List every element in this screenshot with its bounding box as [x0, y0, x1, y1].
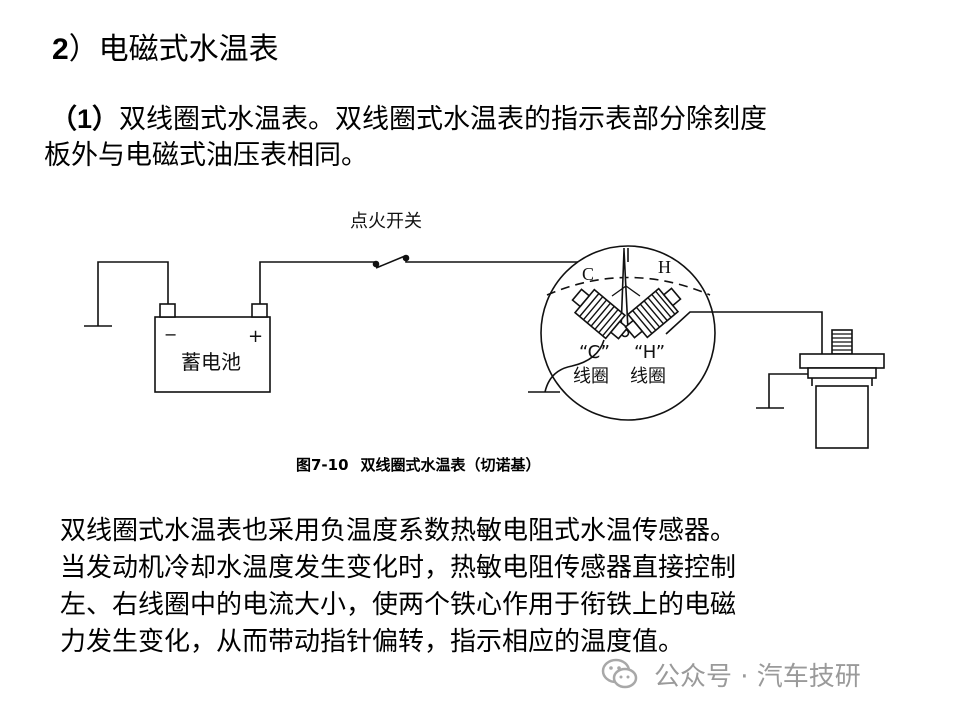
battery-ground — [84, 261, 169, 327]
sensor-wire — [665, 311, 823, 356]
section-heading: 2）电磁式水温表 — [52, 30, 279, 70]
gauge-h-mark: H — [658, 257, 671, 277]
switch-label: 点火开关 — [350, 211, 422, 232]
h-coil — [624, 287, 682, 339]
gauge-c-mark: C — [582, 264, 594, 284]
intro-line-1-text: 双线圈式水温表。双线圈式水温表的指示表部分除刻度 — [119, 104, 768, 135]
body-line-3: 左、右线圈中的电流大小，使两个铁心作用于衔铁上的电磁 — [60, 590, 737, 620]
body-line-1: 双线圈式水温表也采用负温度系数热敏电阻式水温传感器。 — [60, 516, 737, 546]
figure-title: 双线圈式水温表（切诺基） — [360, 456, 541, 474]
battery-minus: − — [164, 325, 177, 344]
battery — [154, 303, 271, 393]
intro-line-2: 板外与电磁式油压表相同。 — [44, 140, 368, 171]
sensor-ground — [756, 373, 808, 409]
battery-label: 蓄电池 — [181, 350, 241, 374]
heading-text: ）电磁式水温表 — [68, 32, 279, 67]
watermark-text: 公众号 · 汽车技研 — [654, 661, 861, 692]
coil-c-label: 线圈 — [573, 366, 609, 387]
intro-line-1: （1）双线圈式水温表。双线圈式水温表的指示表部分除刻度 — [44, 101, 914, 138]
body-paragraph: 双线圈式水温表也采用负温度系数热敏电阻式水温传感器。 当发动机冷却水温度发生变化… — [60, 513, 920, 661]
wechat-icon — [601, 658, 638, 689]
battery-plus: + — [248, 326, 263, 347]
heading-number: 2 — [52, 33, 69, 66]
figure-number: 图7-10 — [296, 456, 349, 474]
body-line-2: 当发动机冷却水温度发生变化时，热敏电阻传感器直接控制 — [60, 553, 737, 583]
watermark: 公众号 · 汽车技研 — [600, 654, 861, 694]
c-coil — [571, 288, 629, 340]
intro-number: （1） — [50, 104, 120, 134]
coil-h-quote: “H” — [634, 342, 665, 363]
temperature-sensor — [799, 329, 885, 449]
coil-h-label: 线圈 — [630, 366, 666, 387]
intro-paragraph: （1）双线圈式水温表。双线圈式水温表的指示表部分除刻度 板外与电磁式油压表相同。 — [44, 101, 914, 174]
gauge-ground-wire — [544, 339, 605, 393]
coil-c-quote: “C” — [579, 342, 610, 363]
figure-caption: 图7-10 双线圈式水温表（切诺基） — [296, 455, 541, 475]
body-line-4: 力发生变化，从而带动指针偏转，指示相应的温度值。 — [60, 627, 685, 657]
